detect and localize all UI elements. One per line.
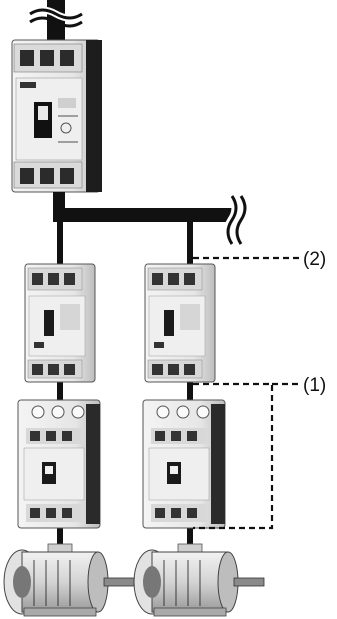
branch-breaker-left (24, 263, 96, 383)
callout-1-bracket (193, 382, 300, 530)
wire-right-3 (187, 526, 193, 548)
motor-right (133, 543, 265, 617)
wire-left-3 (57, 526, 63, 548)
callout-label-2: (2) (303, 249, 326, 270)
callout-label-1: (1) (303, 375, 326, 396)
wire-right-1 (187, 222, 193, 266)
main-circuit-breaker (11, 39, 102, 193)
motor-left (3, 543, 135, 617)
bus-break-symbol (223, 193, 247, 247)
bus-bar (53, 192, 233, 222)
branch-wires (57, 222, 193, 548)
contactor-left (17, 399, 101, 529)
wire-left-2 (57, 380, 63, 402)
branch-breaker-right (144, 263, 216, 383)
wire-left-1 (57, 222, 63, 266)
wire-right-2 (187, 380, 193, 402)
contactor-right (142, 399, 226, 529)
